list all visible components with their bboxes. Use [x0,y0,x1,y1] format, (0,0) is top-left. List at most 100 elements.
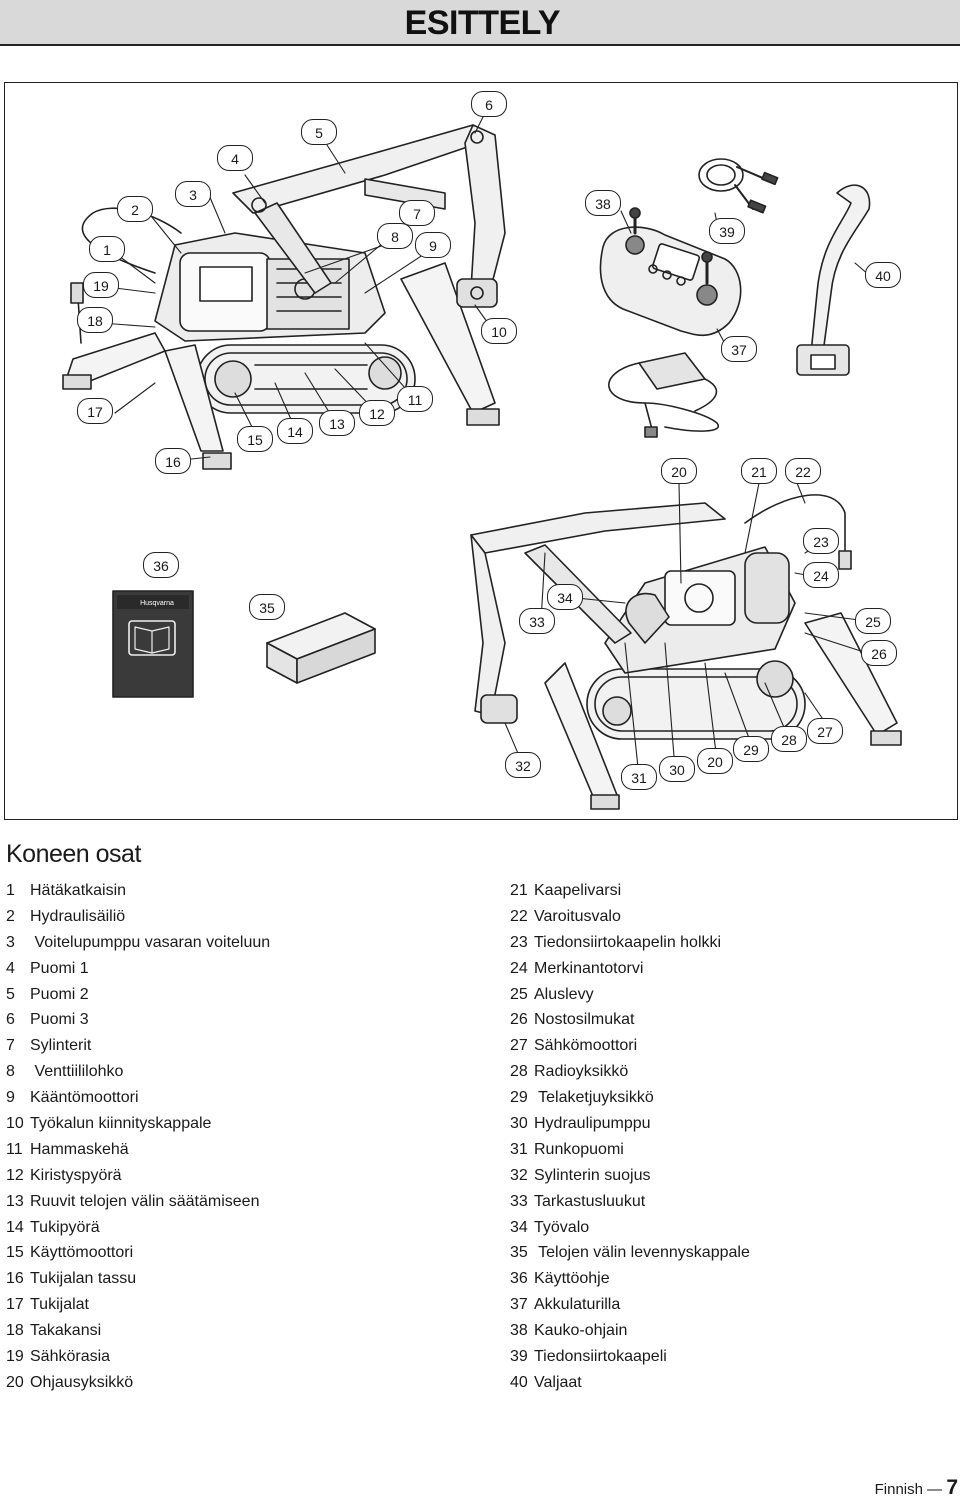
page-number: 7 [946,1476,958,1499]
part-name: Käyttöohje [534,1270,610,1288]
callout-9: 9 [415,232,451,258]
part-number: 39 [510,1348,528,1366]
part-name: Hätäkatkaisin [30,882,127,899]
part-name: Tukijalat [30,1296,89,1314]
callout-40: 40 [865,262,901,288]
part-number: 40 [510,1373,528,1391]
part-number: 26 [510,1011,528,1029]
part-number: 27 [510,1037,528,1055]
part-name: Kauko-ohjain [534,1322,628,1340]
part-number: 37 [510,1296,528,1314]
part-name: Voitelupumppu vasaran voiteluun [30,933,271,951]
remote-control [599,207,742,337]
part-number: 13 [6,1192,24,1210]
part-name: Merkinantotorvi [534,959,644,977]
part-number: 15 [6,1244,24,1262]
callout-19: 19 [83,272,119,298]
part-name: Hydraulisäiliö [30,907,126,925]
callout-38: 38 [585,190,621,216]
demolition-robot-front-view [470,494,902,810]
callout-17: 17 [77,398,113,424]
part-name: Sähkömoottori [534,1037,638,1055]
machine-parts-diagram: Husqvarna [4,82,958,820]
part-number: 8 [6,1063,15,1081]
part-name: Sylinterit [30,1037,92,1055]
callout-20-top: 20 [661,458,697,484]
part-number: 7 [6,1037,15,1055]
list-item: 35 Telojen välin levennyskappale [510,1244,750,1270]
data-cable [698,158,779,214]
part-name: Tiedonsiirtokaapelin holkki [534,933,722,951]
part-number: 38 [510,1322,528,1340]
part-number: 31 [510,1140,528,1158]
part-name: Työkalun kiinnityskappale [30,1115,212,1133]
list-item: 29 Telaketjuyksikkö [510,1089,750,1115]
part-name: Varoitusvalo [534,907,621,925]
part-name: Kääntömoottori [30,1089,139,1107]
part-number: 4 [6,959,15,977]
part-number: 19 [6,1348,24,1366]
callout-18: 18 [77,307,113,333]
callout-27: 27 [807,718,843,744]
part-number: 10 [6,1115,24,1133]
harness [796,184,871,376]
part-name: Ruuvit telojen välin säätämiseen [30,1192,260,1210]
part-name: Käyttömoottori [30,1244,134,1262]
callout-6: 6 [471,91,507,117]
battery-charger [608,352,720,438]
demolition-robot-rear-view [62,124,506,470]
list-item: 26 Nostosilmukat [510,1011,750,1037]
part-number: 11 [6,1140,23,1158]
part-number: 30 [510,1115,528,1133]
footer-language: Finnish [874,1481,923,1498]
callout-5: 5 [301,119,337,145]
part-name: Takakansi [30,1322,102,1340]
callout-3: 3 [175,181,211,207]
part-name: Puomi 2 [30,985,89,1003]
callout-4: 4 [217,145,253,171]
callout-39: 39 [709,218,745,244]
part-number: 32 [510,1166,528,1184]
part-number: 3 [6,933,15,951]
callout-11: 11 [397,386,433,412]
part-number: 5 [6,985,15,1003]
diagram-illustration: Husqvarna [62,116,902,810]
callout-12: 12 [359,400,395,426]
part-name: Radioyksikkö [534,1063,629,1081]
part-name: Ohjausyksikkö [30,1373,134,1391]
list-item: 10 Työkalun kiinnityskappale [6,1115,270,1141]
part-number: 21 [510,882,528,899]
part-number: 20 [6,1373,24,1391]
callout-29: 29 [733,736,769,762]
part-number: 17 [6,1296,24,1314]
list-item: 7 Sylinterit [6,1037,270,1063]
callout-14: 14 [277,418,313,444]
part-name: Nostosilmukat [534,1011,635,1029]
page-title: ESITTELY [404,4,561,42]
list-item: 5 Puomi 2 [6,986,270,1012]
list-item: 13 Ruuvit telojen välin säätämiseen [6,1193,270,1219]
part-name: Puomi 3 [30,1011,89,1029]
part-name: Tukipyörä [30,1218,100,1236]
part-number: 18 [6,1322,24,1340]
part-name: Aluslevy [534,985,594,1003]
callout-35: 35 [249,594,285,620]
callout-20-bottom: 20 [697,748,733,774]
list-item: 18 Takakansi [6,1322,270,1348]
callout-1: 1 [89,236,125,262]
callout-31: 31 [621,764,657,790]
